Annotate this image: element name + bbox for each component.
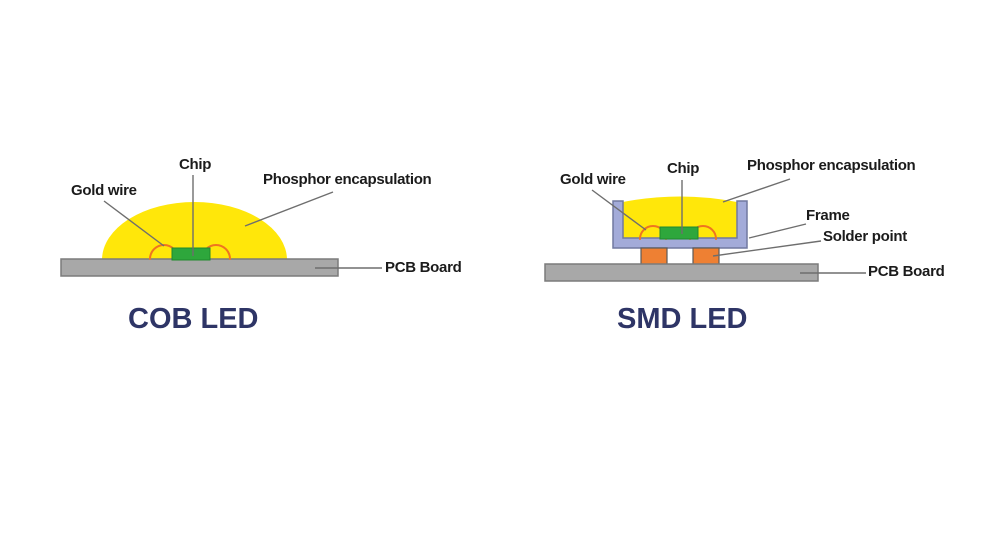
smd-solder-point-left [640,247,668,266]
smd-leader-phosphor [722,178,791,203]
smd-label-frame: Frame [806,207,850,224]
cob-label-chip: Chip [179,156,212,173]
smd-label-pcb-board: PCB Board [868,263,945,280]
cob-chip-shape [171,247,211,261]
smd-leader-gold-wire [591,189,647,231]
smd-diagram [544,178,866,282]
cob-leader-gold-wire [103,200,165,247]
smd-label-phosphor: Phosphor encapsulation [747,157,916,174]
smd-pcb-board-shape [544,263,819,282]
cob-title: COB LED [128,303,259,335]
cob-diagram [60,175,382,277]
smd-chip-shape [659,226,699,240]
cob-label-phosphor: Phosphor encapsulation [263,171,432,188]
cob-phosphor-dome-shape [102,202,287,260]
cob-pcb-board-shape [60,258,339,277]
smd-title: SMD LED [617,303,748,335]
cob-label-gold-wire: Gold wire [71,182,137,199]
cob-leader-phosphor [244,191,334,227]
smd-leader-solder [712,240,822,257]
cob-label-pcb-board: PCB Board [385,259,462,276]
smd-solder-point-right [692,247,720,266]
smd-label-solder-point: Solder point [823,228,907,245]
smd-label-chip: Chip [667,160,700,177]
smd-leader-frame [748,223,807,239]
smd-label-gold-wire: Gold wire [560,171,626,188]
